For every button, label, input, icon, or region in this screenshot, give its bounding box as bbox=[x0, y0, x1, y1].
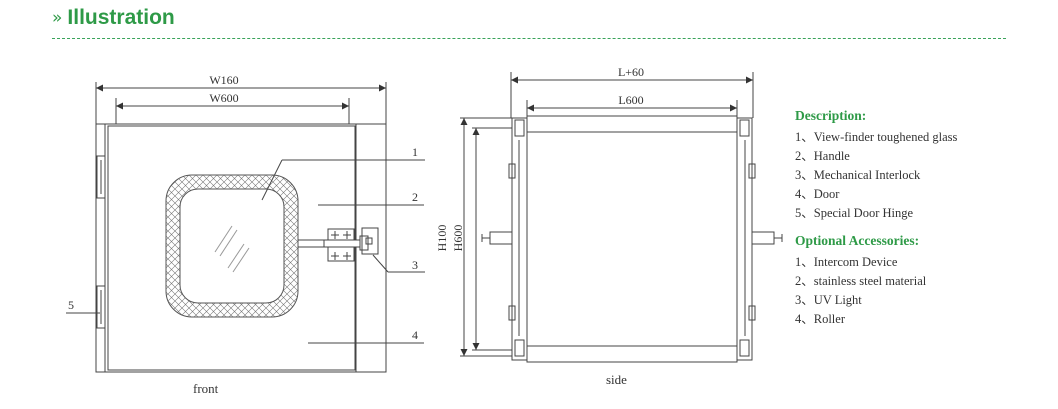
side-view bbox=[460, 72, 783, 363]
side-cabinet-body bbox=[526, 115, 738, 363]
side-caption: side bbox=[606, 372, 627, 387]
callout-5-number: 5 bbox=[68, 298, 74, 312]
description-heading: Description: bbox=[795, 108, 867, 123]
door-hinge-top bbox=[96, 155, 106, 199]
front-dimension-inner bbox=[115, 98, 350, 124]
view-finder-glass bbox=[179, 188, 285, 304]
callout-3-number: 3 bbox=[412, 258, 418, 272]
description-panel: Description: 1、View-finder toughened gla… bbox=[795, 108, 1035, 329]
optional-item: 1、Intercom Device bbox=[795, 255, 898, 269]
description-item: 3、Mechanical Interlock bbox=[795, 168, 921, 182]
cabinet-outer-frame bbox=[95, 123, 387, 373]
dim-front-outer: W160 bbox=[209, 73, 238, 87]
side-left-handle bbox=[489, 231, 513, 245]
description-item: 1、View-finder toughened glass bbox=[795, 130, 958, 144]
chevron-double-right-icon: » bbox=[52, 8, 63, 28]
callout-1-leader bbox=[261, 159, 283, 201]
dim-side-outer-width: L+60 bbox=[618, 65, 644, 79]
optional-item: 3、UV Light bbox=[795, 293, 862, 307]
description-item: 2、Handle bbox=[795, 149, 850, 163]
callout-1-number: 1 bbox=[412, 145, 418, 159]
dim-side-outer-height: H100 bbox=[435, 225, 449, 252]
callout-2-number: 2 bbox=[412, 190, 418, 204]
front-dimension-outer bbox=[95, 82, 387, 124]
dashed-divider bbox=[52, 38, 1006, 39]
front-view bbox=[66, 82, 425, 373]
dim-side-inner-height: H600 bbox=[451, 225, 465, 252]
dim-front-inner: W600 bbox=[209, 91, 238, 105]
mechanical-interlock bbox=[359, 235, 369, 251]
optional-item: 4、Roller bbox=[795, 312, 845, 326]
optional-item: 2、stainless steel material bbox=[795, 274, 927, 288]
handle bbox=[298, 239, 328, 248]
dim-side-inner-width: L600 bbox=[618, 93, 643, 107]
description-item: 5、Special Door Hinge bbox=[795, 206, 914, 220]
optional-accessories-heading: Optional Accessories: bbox=[795, 233, 920, 248]
callout-3-leader bbox=[372, 254, 389, 273]
description-item: 4、Door bbox=[795, 187, 840, 201]
side-right-handle bbox=[751, 231, 775, 245]
front-caption: front bbox=[193, 381, 219, 396]
section-title: Illustration bbox=[67, 6, 175, 29]
callout-4-number: 4 bbox=[412, 328, 418, 342]
door-hinge-bottom bbox=[96, 285, 106, 329]
section-header: » Illustration bbox=[52, 6, 175, 30]
door-panel bbox=[107, 125, 356, 371]
